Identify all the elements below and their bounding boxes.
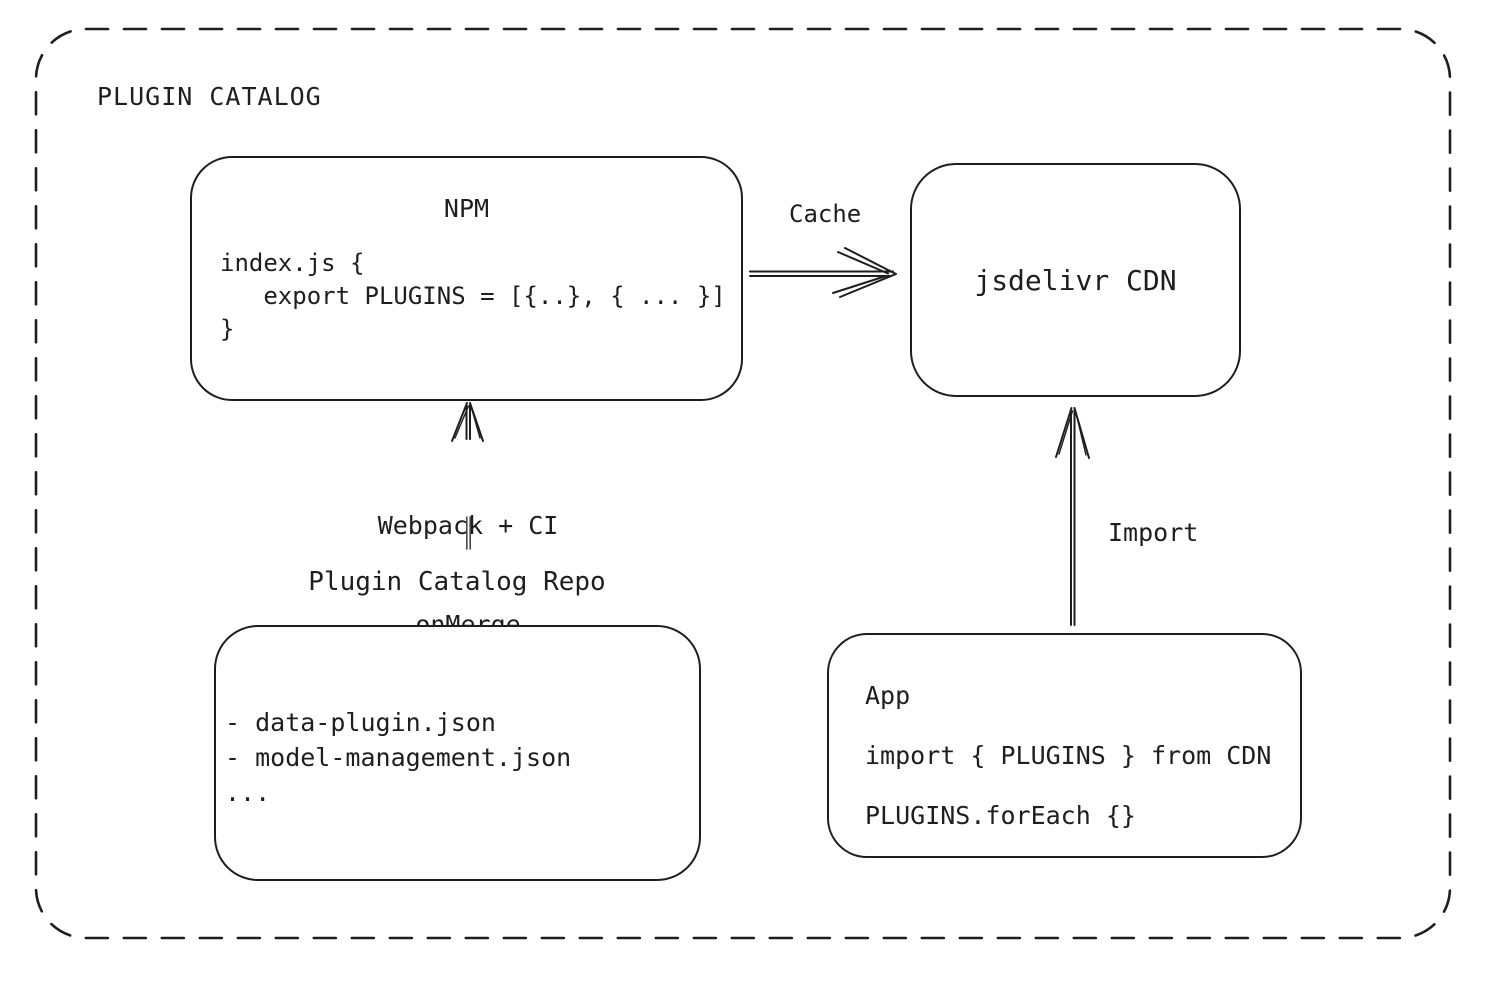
repo-file-item: - model-management.json: [225, 743, 572, 772]
npm-code-block: index.js { export PLUGINS = [{..}, { ...…: [192, 247, 741, 346]
cache-arrow: [749, 247, 897, 298]
cache-edge-label: Cache: [789, 200, 862, 228]
npm-node-title: NPM: [443, 194, 490, 223]
npm-code-line: }: [220, 315, 235, 343]
npm-code-line: index.js {: [220, 249, 365, 277]
app-node: App import { PLUGINS } from CDN PLUGINS.…: [827, 633, 1302, 858]
npm-node: NPM index.js { export PLUGINS = [{..}, {…: [190, 156, 743, 401]
npm-code-line: export PLUGINS = [{..}, { ... }]: [220, 282, 726, 310]
repo-node: - data-plugin.json - model-management.js…: [214, 625, 701, 881]
cdn-node: jsdelivr CDN: [910, 163, 1241, 397]
app-code-block: import { PLUGINS } from CDN PLUGINS.forE…: [865, 741, 1300, 830]
repo-node-label: Plugin Catalog Repo: [308, 567, 606, 597]
repo-file-list: - data-plugin.json - model-management.js…: [216, 705, 699, 810]
app-code-line: import { PLUGINS } from CDN: [865, 741, 1272, 770]
app-node-title: App: [865, 681, 911, 710]
app-code-line: PLUGINS.forEach {}: [865, 801, 1136, 830]
repo-file-item: - data-plugin.json: [225, 708, 496, 737]
diagram-title: PLUGIN CATALOG: [97, 82, 322, 111]
cdn-node-label: jsdelivr CDN: [974, 263, 1177, 297]
build-edge-label-line1: Webpack + CI: [377, 511, 559, 540]
import-edge-label: Import: [1108, 518, 1199, 547]
import-arrow: [1055, 407, 1090, 626]
repo-file-item: ...: [225, 778, 271, 807]
